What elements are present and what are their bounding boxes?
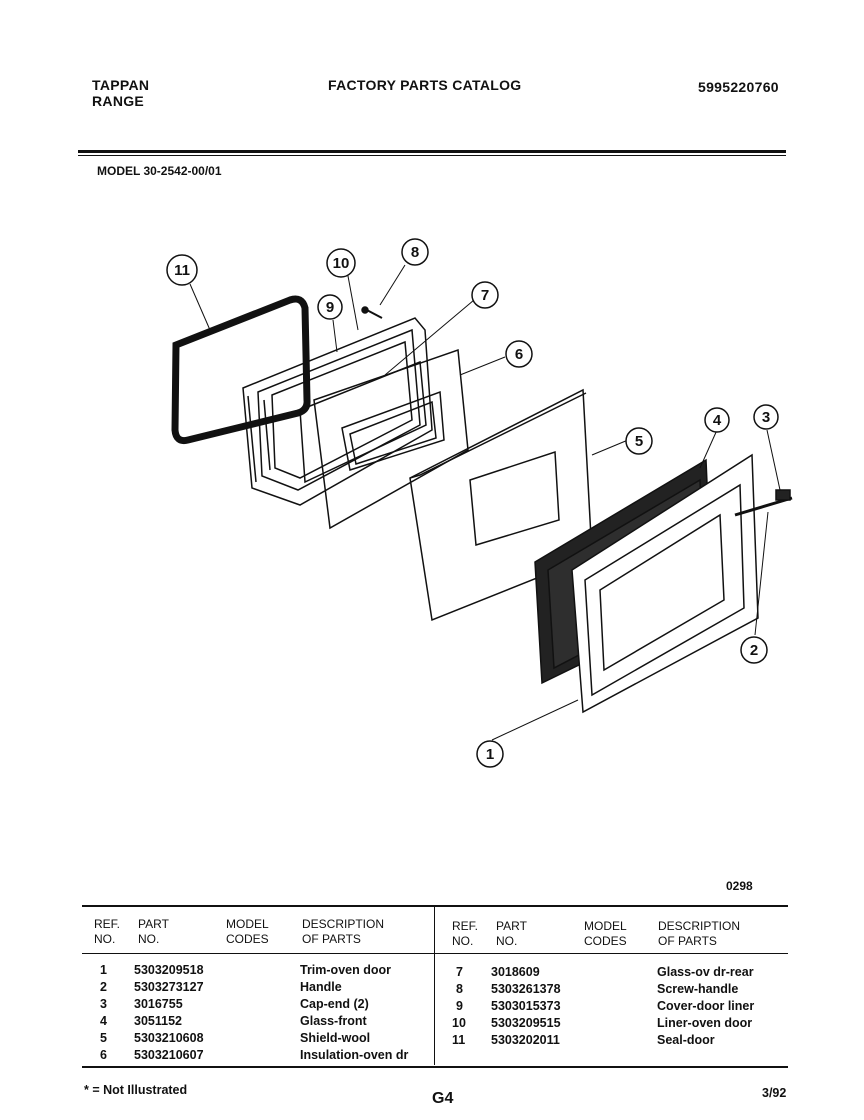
part-no: 5303273127: [134, 980, 204, 994]
page-number: G4: [432, 1090, 454, 1107]
table-bottom-rule: [82, 1066, 788, 1068]
table-header-rule: [82, 953, 788, 954]
ref-no: 5: [100, 1031, 107, 1045]
header-part-no-left: PART NO.: [138, 917, 169, 946]
part-description: Cover-door liner: [657, 999, 755, 1013]
callout-6: 6: [515, 346, 523, 363]
part-handle: [734, 496, 793, 517]
part-no: 5303202011: [491, 1033, 560, 1047]
part-insulation: [313, 348, 469, 530]
part-description: Trim-oven door: [300, 963, 391, 977]
drawing-code: 0298: [726, 879, 753, 893]
header-ref-no-right: REF. NO.: [452, 919, 479, 948]
callout-2: 2: [750, 642, 758, 659]
ref-no: 10: [452, 1016, 466, 1030]
callout-3: 3: [762, 409, 770, 426]
part-no: 5303261378: [491, 982, 561, 996]
callout-9: 9: [326, 299, 334, 316]
callout-4: 4: [713, 412, 722, 429]
part-description: Screw-handle: [657, 982, 739, 996]
part-no: 3051152: [134, 1014, 182, 1028]
callout-1: 1: [486, 746, 494, 763]
part-trim-oven-door: [571, 453, 759, 714]
part-description: Cap-end (2): [300, 997, 369, 1011]
part-description: Glass-front: [300, 1014, 367, 1028]
catalog-number: 5995220760: [698, 79, 779, 95]
header-rule-thick: [78, 150, 786, 153]
callout-8: 8: [411, 244, 419, 261]
part-description: Liner-oven door: [657, 1016, 753, 1030]
part-no: 5303015373: [491, 999, 561, 1013]
ref-no: 9: [456, 999, 463, 1013]
ref-no: 4: [100, 1014, 107, 1028]
header-model-codes-left: MODEL CODES: [226, 917, 269, 946]
ref-no: 6: [100, 1048, 107, 1062]
brand-line-1: TAPPAN: [92, 77, 150, 93]
revision-date: 3/92: [762, 1086, 787, 1100]
footnote-not-illustrated: * = Not Illustrated: [84, 1083, 188, 1097]
ref-no: 3: [100, 997, 107, 1011]
part-no: 5303209518: [134, 963, 204, 977]
header-model-codes-right: MODEL CODES: [584, 919, 627, 948]
header-ref-no-left: REF. NO.: [94, 917, 121, 946]
header-description-left: DESCRIPTION OF PARTS: [302, 917, 385, 946]
callout-10: 10: [333, 255, 350, 272]
part-no: 5303209515: [491, 1016, 561, 1030]
ref-no: 1: [100, 963, 107, 977]
header-description-right: DESCRIPTION OF PARTS: [658, 919, 741, 948]
ref-no: 8: [456, 982, 463, 996]
part-description: Handle: [300, 980, 342, 994]
part-description: Glass-ov dr-rear: [657, 965, 754, 979]
catalog-title: FACTORY PARTS CATALOG: [328, 77, 522, 93]
model-number: MODEL 30-2542-00/01: [97, 164, 222, 178]
part-no: 3016755: [134, 997, 183, 1011]
part-glass-rear: [299, 360, 427, 484]
brand-block: TAPPAN RANGE: [92, 77, 149, 109]
ref-no: 11: [452, 1033, 466, 1047]
part-description: Shield-wool: [300, 1031, 371, 1045]
callout-5: 5: [635, 433, 643, 450]
brand-line-2: RANGE: [92, 93, 145, 109]
exploded-parts-diagram: 11 10 9 8 7 6 5 4 3 2 1: [166, 238, 793, 768]
part-description: Seal-door: [657, 1033, 715, 1047]
part-no: 3018609: [491, 965, 540, 979]
part-description: Insulation-oven dr: [300, 1048, 409, 1062]
part-no: 5303210607: [134, 1048, 204, 1062]
table-top-rule: [82, 905, 788, 907]
table-column-divider: [434, 905, 435, 1065]
callout-11: 11: [174, 262, 190, 279]
part-cap-end: [775, 489, 791, 501]
ref-no: 2: [100, 980, 107, 994]
part-no: 5303210608: [134, 1031, 204, 1045]
callout-7: 7: [481, 287, 489, 304]
header-part-no-right: PART NO.: [496, 919, 527, 948]
ref-no: 7: [456, 965, 463, 979]
part-liner-oven-door: [242, 317, 433, 506]
header-rule-thin: [78, 155, 786, 156]
